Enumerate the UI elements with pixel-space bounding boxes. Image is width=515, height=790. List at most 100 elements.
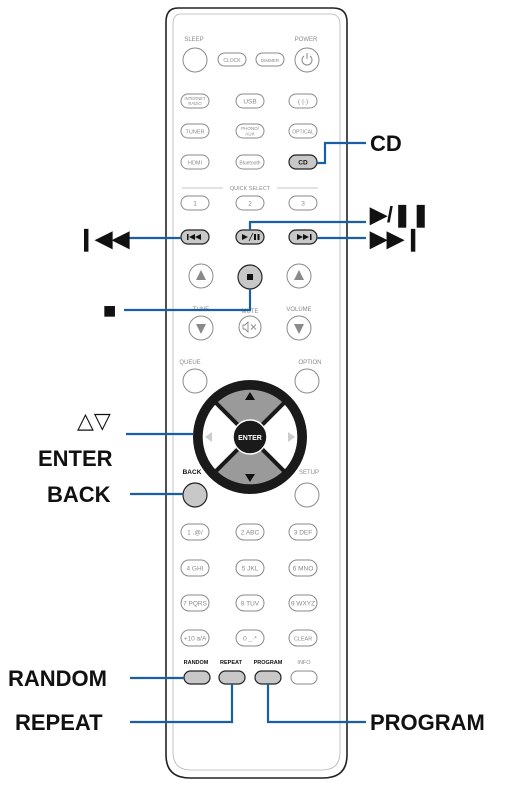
plus10-button[interactable] (180, 629, 210, 647)
play-pause-pointer-line (248, 220, 366, 230)
sleep-label: SLEEP (184, 37, 203, 43)
usb-button[interactable] (235, 93, 265, 109)
number-4-label: 4 GHI (187, 566, 204, 573)
internet-radio-button[interactable] (180, 93, 210, 109)
enter-button[interactable] (232, 419, 268, 455)
random-button[interactable] (183, 670, 211, 685)
cursor-pad: ENTER (193, 380, 307, 494)
cursor-left-icon (205, 432, 212, 442)
back-callout: BACK (47, 482, 111, 507)
option-button[interactable] (294, 368, 320, 394)
power-icon (301, 53, 313, 66)
number-9-button[interactable] (288, 594, 318, 612)
enter-callout: ENTER (38, 446, 113, 471)
repeat-button[interactable] (218, 670, 246, 685)
play-pause-button[interactable] (235, 229, 265, 245)
next-icon (297, 234, 312, 240)
option-label: OPTION (298, 360, 321, 366)
number-4-button[interactable] (180, 559, 210, 577)
phono-aux-label-2: AUX (245, 132, 254, 137)
internet-radio-label-2: RADIO (188, 101, 202, 106)
hdmi-button-label: HDMI (188, 161, 203, 167)
random-label: RANDOM (184, 660, 209, 666)
number-2-button[interactable] (235, 523, 265, 541)
cursor-down-button[interactable] (212, 434, 288, 489)
cursor-up-icon (245, 392, 255, 400)
cd-button-label: CD (298, 160, 308, 167)
queue-label: QUEUE (179, 360, 200, 366)
cursor-left-button[interactable] (198, 399, 253, 475)
dimmer-button[interactable] (255, 52, 285, 67)
cursor-right-button[interactable] (247, 399, 302, 475)
number-8-button[interactable] (235, 594, 265, 612)
number-3-button[interactable] (288, 523, 318, 541)
phono-aux-button[interactable] (235, 123, 265, 139)
tune-down-icon (196, 324, 206, 334)
number-5-label: 5 JKL (242, 566, 259, 573)
quick-select-2-button[interactable] (235, 195, 265, 211)
back-label: BACK (183, 469, 202, 476)
phono-aux-label-1: PHONO/ (241, 126, 260, 131)
optical-button[interactable] (288, 123, 318, 139)
stop-pointer-line (124, 289, 252, 312)
stop-icon (247, 274, 253, 280)
number-7-button[interactable] (180, 594, 210, 612)
tuner-button-label: TUNER (186, 130, 205, 136)
number-3-label: 3 DEF (294, 530, 312, 537)
number-1-button[interactable] (180, 523, 210, 541)
number-2-label: 2 ABC (241, 530, 260, 537)
cursor-right-icon (288, 432, 295, 442)
number-6-button[interactable] (288, 559, 318, 577)
sleep-button[interactable] (182, 47, 208, 73)
repeat-callout: REPEAT (15, 710, 103, 735)
cursor-up-button[interactable] (212, 385, 288, 440)
stop-callout: ■ (103, 298, 116, 323)
number-7-label: 7 PQRS (183, 601, 208, 608)
tune-up-icon (196, 270, 206, 280)
play-pause-callout: ▶/❚❚ (369, 202, 430, 228)
optical-button-label: OPTICAL (292, 130, 314, 136)
clock-button-label: CLOCK (223, 58, 241, 64)
clock-button[interactable] (217, 52, 247, 67)
cursor-callout: △▽ (77, 408, 111, 433)
number-9-label: 9 WXYZ (291, 601, 315, 608)
repeat-pointer-line (130, 684, 234, 724)
bluetooth-pair-button[interactable] (288, 93, 318, 109)
bluetooth-button-label: Bluetooth (239, 161, 260, 167)
mute-icon (242, 320, 257, 334)
number-8-label: 8 TUV (241, 601, 260, 608)
quick-select-1-button[interactable] (180, 195, 210, 211)
clear-button[interactable] (288, 629, 318, 647)
volume-up-icon (294, 270, 304, 280)
bluetooth-button[interactable] (235, 154, 265, 170)
tuner-button[interactable] (180, 123, 210, 139)
number-1-label: 1 .@/ (187, 530, 203, 537)
previous-callout: ❙◀◀ (77, 226, 130, 252)
hdmi-button[interactable] (180, 154, 210, 170)
setup-button[interactable] (294, 482, 320, 508)
info-button[interactable] (290, 670, 318, 685)
back-button[interactable] (182, 482, 208, 508)
play-pause-icon (242, 232, 260, 242)
callout-lines (124, 141, 366, 724)
number-0-button[interactable] (235, 629, 265, 647)
repeat-label: REPEAT (220, 660, 243, 666)
queue-button[interactable] (182, 368, 208, 394)
power-button[interactable] (294, 47, 320, 73)
random-callout: RANDOM (8, 666, 107, 691)
internet-radio-label-1: INTERNET (185, 96, 206, 101)
cursor-down-icon (245, 474, 255, 482)
program-button[interactable] (254, 670, 282, 685)
bluetooth-pair-icon: (·|·) (298, 99, 308, 106)
volume-down-icon (294, 324, 304, 334)
plus10-label: +10 a/A (184, 636, 207, 643)
mute-button[interactable] (238, 315, 262, 339)
program-callout: PROGRAM (370, 710, 485, 735)
number-6-label: 6 MNO (293, 566, 314, 573)
quick-select-3-button[interactable] (288, 195, 318, 211)
program-label: PROGRAM (254, 660, 283, 666)
quick-select-3-label: 3 (301, 201, 305, 208)
number-5-button[interactable] (235, 559, 265, 577)
setup-label: SETUP (299, 470, 319, 476)
